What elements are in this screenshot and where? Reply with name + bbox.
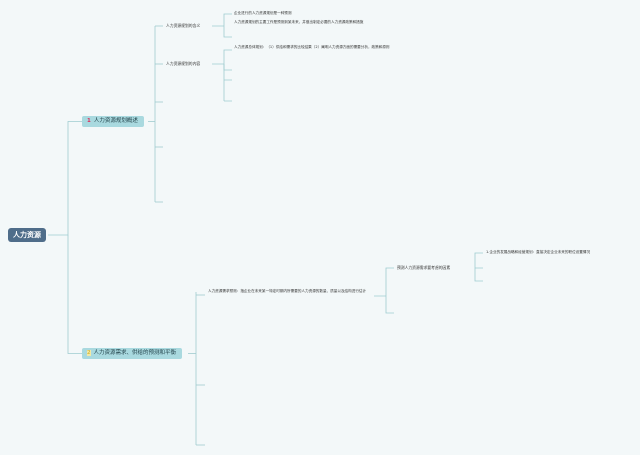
subtopic-label: 人力资源需求预测：指企业在未来某一特定时期内所需要的人力资源的数量、质量以及结构… xyxy=(208,289,367,293)
leaf-text: 人力资源规划的主要工作是预测到某未来，并做出制定必要的人力资源政策和措施 xyxy=(234,20,364,24)
subtopic-planning-content[interactable]: 人力资源规划的内容 xyxy=(166,61,200,66)
connector-root-topic2 xyxy=(67,235,82,354)
leaf-node[interactable]: 企业进行的人力资源规划是一种预测 xyxy=(234,11,394,16)
connector-factors-leaves xyxy=(474,252,483,282)
topic-label: 人力资源规划概述 xyxy=(93,118,138,124)
topic-number-badge: 2 xyxy=(87,350,91,356)
leaf-text: 企业进行的人力资源规划是一种预测 xyxy=(234,11,292,15)
subtopic-demand-forecast[interactable]: 人力资源需求预测：指企业在未来某一特定时期内所需要的人力资源的数量、质量以及结构… xyxy=(208,289,373,294)
connector-sub1-leaves xyxy=(212,13,232,38)
root-label: 人力资源 xyxy=(13,231,41,239)
leaf-node[interactable]: 人力资源规划的主要工作是预测到某未来，并做出制定必要的人力资源政策和措施 xyxy=(234,20,394,25)
leaf-text: 1.企业的发展战略和经营规划：直接决定企业未来的职位设置情况 xyxy=(486,250,591,254)
connector-sub2-leaves xyxy=(212,49,232,71)
subtopic-label: 预测人力资源需求要考虑的因素 xyxy=(397,265,451,270)
subtopic-label: 人力资源规划的含义 xyxy=(166,23,201,28)
root-node[interactable]: 人力资源 xyxy=(8,228,46,242)
connector-demand-sub xyxy=(374,267,394,314)
leaf-text: 人力资源总体规划：（1）供给和需求的比较结果（2）阐明人力资源方面的需要分析，政… xyxy=(234,45,390,49)
leaf-node[interactable]: 人力资源总体规划：（1）供给和需求的比较结果（2）阐明人力资源方面的需要分析，政… xyxy=(234,45,394,50)
subtopic-planning-meaning[interactable]: 人力资源规划的含义 xyxy=(166,23,200,28)
topic-number-badge: 1 xyxy=(87,118,91,124)
subtopic-label: 人力资源规划的内容 xyxy=(166,61,201,66)
topic-label: 人力资源需求、供给的预测和平衡 xyxy=(93,350,177,356)
connector-root-topic1 xyxy=(48,121,82,236)
leaf-node[interactable]: 1.企业的发展战略和经营规划：直接决定企业未来的职位设置情况 xyxy=(486,250,636,255)
subtopic-demand-factors[interactable]: 预测人力资源需求要考虑的因素 xyxy=(397,265,450,270)
connector-placeholder-lines xyxy=(223,64,232,102)
